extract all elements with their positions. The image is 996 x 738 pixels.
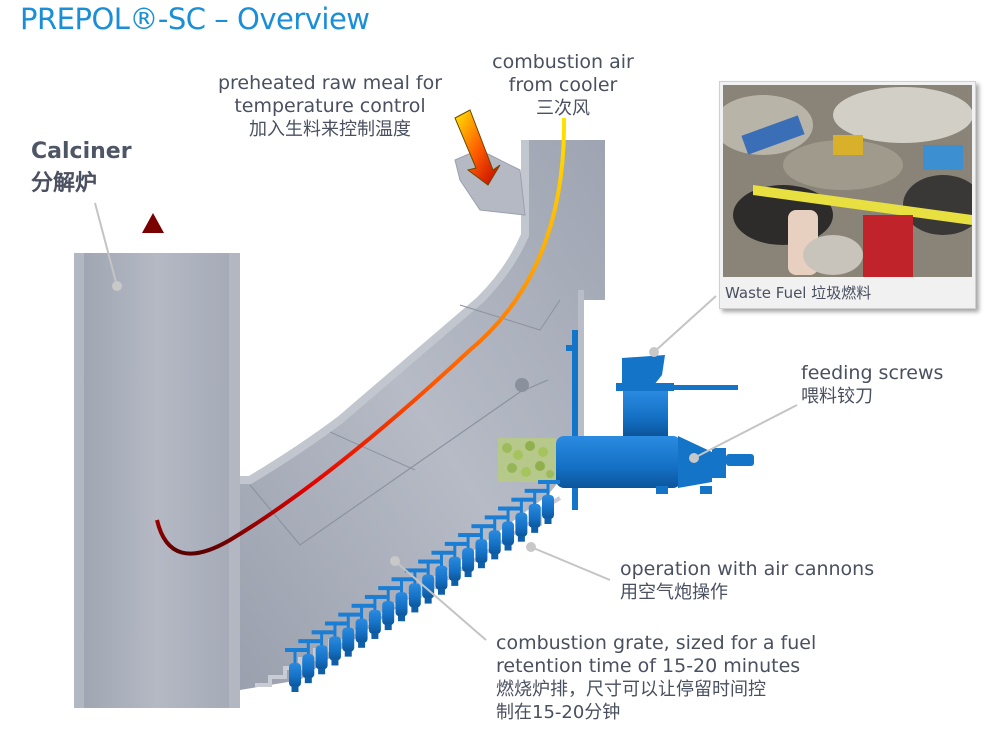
air-cannon: [364, 594, 387, 639]
feeding-screws-label: feeding screws 喂料铰刀: [801, 362, 943, 408]
feeding-screws-label-en: feeding screws: [801, 362, 944, 384]
photo-caption: Waste Fuel 垃圾燃料: [725, 284, 872, 302]
air-cannon: [391, 577, 414, 622]
feeding-screw-assembly: [556, 330, 754, 510]
air-cannons-label-en: operation with air cannons: [620, 558, 875, 580]
waste-fuel-pile: [498, 438, 556, 482]
air-cannon: [338, 612, 361, 657]
calciner-label-en: Calciner: [31, 139, 132, 164]
waste-fuel-photo: [723, 85, 972, 277]
page-title: PREPOL®-SC – Overview: [20, 2, 370, 36]
air-cannon: [458, 533, 481, 578]
air-cannon: [378, 586, 401, 631]
combustion-grate-label: combustion grate, sized for a fuel reten…: [496, 632, 816, 724]
air-cannon: [285, 648, 307, 692]
air-cannon: [498, 506, 521, 551]
combustion-grate-label-cn-1: 燃烧炉排，尺寸可以让停留时间控: [496, 679, 766, 700]
raw-meal-chute: [454, 109, 526, 216]
raw-meal-label-en-2: temperature control: [234, 95, 426, 117]
combustion-grate-label-en-1: combustion grate, sized for a fuel: [496, 632, 817, 654]
calciner-label: Calciner 分解炉: [31, 136, 132, 200]
raw-meal-label-en-1: preheated raw meal for: [217, 72, 443, 94]
feeding-screws-label-cn: 喂料铰刀: [801, 386, 873, 407]
combustion-grate-label-en-2: retention time of 15-20 minutes: [496, 655, 801, 677]
air-cannon: [484, 515, 507, 560]
leader-lines: [94, 202, 798, 641]
air-cannon: [511, 497, 534, 542]
air-cannons-label: operation with air cannons 用空气炮操作: [620, 558, 874, 604]
raw-meal-label-cn: 加入生料来控制温度: [249, 119, 411, 140]
air-cannon: [324, 621, 347, 666]
raw-meal-label: preheated raw meal for temperature contr…: [210, 72, 450, 141]
air-cannon: [538, 480, 560, 524]
combustion-air-label-en-2: from cooler: [508, 74, 618, 96]
combustion-air-label-en-1: combustion air: [492, 51, 634, 73]
combustion-air-label: combustion air from cooler 三次风: [478, 51, 648, 120]
calciner-label-cn: 分解炉: [31, 171, 98, 196]
air-cannons-label-cn: 用空气炮操作: [620, 582, 728, 603]
air-cannon: [298, 639, 321, 684]
calciner-column: [74, 253, 240, 708]
combustion-air-label-cn: 三次风: [536, 98, 590, 119]
raw-meal-arrow-icon: [454, 109, 501, 186]
air-cannon: [444, 541, 467, 586]
arrow-head-icon: [142, 213, 164, 233]
air-cannon: [471, 524, 494, 569]
air-cannon: [524, 488, 547, 533]
air-cannon: [431, 550, 454, 595]
combustion-grate-label-cn-2: 制在15-20分钟: [496, 702, 621, 723]
combustion-air-flow-line: [155, 117, 567, 556]
air-cannon: [311, 630, 334, 675]
air-cannon-row: [285, 480, 560, 692]
waste-fuel-photo-card: Waste Fuel 垃圾燃料: [719, 81, 976, 309]
leader-dots: [112, 281, 699, 566]
air-cannon: [351, 603, 374, 648]
